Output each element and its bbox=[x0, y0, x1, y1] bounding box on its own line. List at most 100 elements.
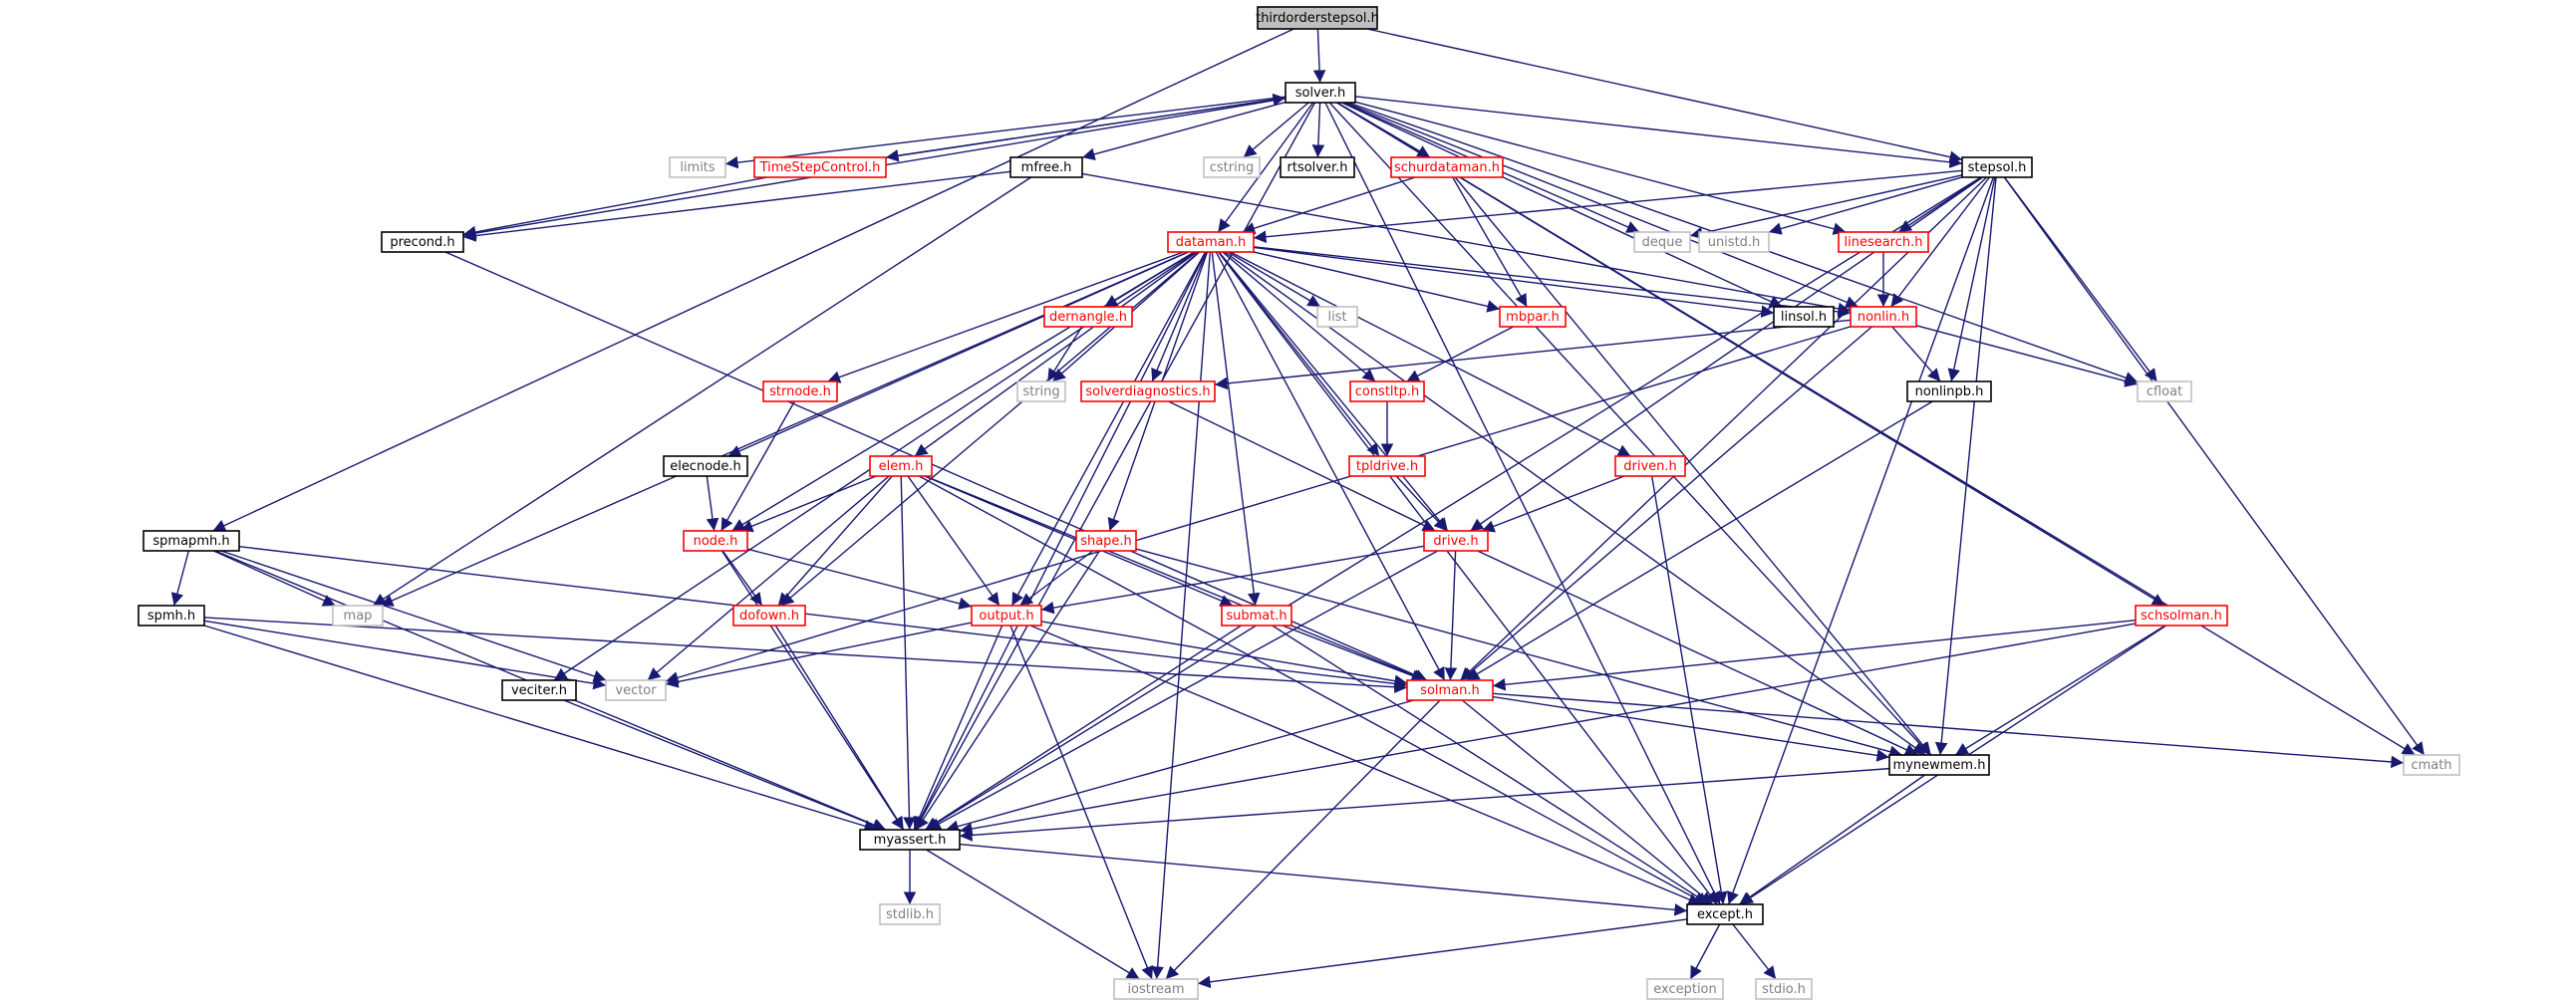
node-cmath[interactable]: cmath bbox=[2403, 754, 2460, 776]
edge-thirdorderstepsol-to-stepsol bbox=[1366, 28, 1963, 163]
node-iostream[interactable]: iostream bbox=[1113, 978, 1199, 1000]
edge bbox=[462, 176, 767, 239]
node-drive[interactable]: drive.h bbox=[1423, 530, 1489, 552]
node-box bbox=[1043, 306, 1133, 328]
node-tpldrive[interactable]: tpldrive.h bbox=[1348, 455, 1426, 477]
node-mfree[interactable]: mfree.h bbox=[1009, 156, 1083, 178]
node-box bbox=[1167, 231, 1255, 253]
node-box bbox=[1280, 156, 1355, 178]
edge-output-to-iostream bbox=[1009, 625, 1154, 980]
node-deque[interactable]: deque bbox=[1633, 231, 1691, 253]
edge-dataman-to-linsol bbox=[1253, 246, 1775, 318]
edge bbox=[1689, 174, 1963, 240]
node-elecnode[interactable]: elecnode.h bbox=[663, 455, 748, 477]
node-stdio[interactable]: stdio.h bbox=[1755, 978, 1813, 1000]
node-map[interactable]: map bbox=[332, 605, 384, 627]
edge-dataman-to-tpldrive bbox=[1218, 251, 1380, 457]
edge-dernangle-to-string bbox=[1046, 326, 1083, 382]
node-rtsolver[interactable]: rtsolver.h bbox=[1280, 156, 1355, 178]
edge bbox=[721, 550, 763, 607]
node-box bbox=[683, 530, 748, 552]
node-elem[interactable]: elem.h bbox=[869, 455, 933, 477]
edge bbox=[1732, 923, 1777, 980]
node-box bbox=[879, 903, 941, 925]
node-box bbox=[1348, 455, 1426, 477]
node-spmh[interactable]: spmh.h bbox=[138, 605, 205, 627]
node-shape[interactable]: shape.h bbox=[1075, 530, 1137, 552]
edge-mynewmem-to-except bbox=[1738, 774, 1926, 905]
node-dataman[interactable]: dataman.h bbox=[1167, 231, 1255, 253]
node-linesearch[interactable]: linesearch.h bbox=[1838, 231, 1929, 253]
edge bbox=[372, 176, 1032, 607]
node-veciter[interactable]: veciter.h bbox=[501, 679, 577, 701]
edge-node-to-dofown bbox=[721, 550, 763, 607]
edge bbox=[919, 475, 1707, 905]
edge bbox=[913, 625, 1003, 831]
node-box bbox=[2403, 754, 2460, 776]
node-strnode[interactable]: strnode.h bbox=[762, 380, 838, 402]
node-node[interactable]: node.h bbox=[683, 530, 748, 552]
node-constltp[interactable]: constltp.h bbox=[1349, 380, 1425, 402]
edge bbox=[1934, 176, 1997, 756]
edge bbox=[203, 620, 607, 690]
node-label: veciter.h bbox=[511, 683, 567, 698]
edge-output-to-vector bbox=[665, 622, 973, 688]
node-exception[interactable]: exception bbox=[1646, 978, 1724, 1000]
node-string[interactable]: string bbox=[1016, 380, 1066, 402]
node-solman[interactable]: solman.h bbox=[1406, 679, 1494, 701]
node-nonlin[interactable]: nonlin.h bbox=[1850, 306, 1917, 328]
edge-solman-to-myassert bbox=[945, 699, 1415, 833]
node-mynewmem[interactable]: mynewmem.h bbox=[1888, 754, 1990, 776]
node-dofown[interactable]: dofown.h bbox=[732, 605, 806, 627]
node-except[interactable]: except.h bbox=[1686, 903, 1764, 925]
node-vector[interactable]: vector bbox=[605, 679, 667, 701]
edge bbox=[706, 475, 719, 532]
node-schurdataman[interactable]: schurdataman.h bbox=[1390, 156, 1504, 178]
edge bbox=[1218, 251, 1449, 532]
node-spmapmh[interactable]: spmapmh.h bbox=[143, 530, 240, 552]
node-label: tpldrive.h bbox=[1356, 459, 1418, 474]
node-box bbox=[138, 605, 205, 627]
node-label: nonlinpb.h bbox=[1915, 384, 1984, 399]
node-linsol[interactable]: linsol.h bbox=[1773, 306, 1835, 328]
node-driven[interactable]: driven.h bbox=[1614, 455, 1686, 477]
node-solver[interactable]: solver.h bbox=[1285, 82, 1356, 104]
edge-drive-to-solman bbox=[1444, 550, 1458, 681]
node-label: limits bbox=[680, 160, 716, 175]
edge-stepsol-to-myassert bbox=[925, 176, 1982, 831]
node-limits[interactable]: limits bbox=[669, 156, 726, 178]
edge-myassert-to-iostream bbox=[926, 849, 1140, 980]
node-label: schsolman.h bbox=[2141, 609, 2222, 624]
edge bbox=[1046, 326, 1083, 382]
node-label: spmh.h bbox=[147, 609, 195, 624]
node-precond[interactable]: precond.h bbox=[381, 231, 464, 253]
node-mbpar[interactable]: mbpar.h bbox=[1499, 306, 1567, 328]
edge-mynewmem-to-myassert bbox=[959, 767, 1890, 842]
node-myassert[interactable]: myassert.h bbox=[859, 829, 961, 851]
node-stdlib[interactable]: stdlib.h bbox=[879, 903, 941, 925]
edge-stepsol-to-cmath bbox=[2003, 176, 2426, 756]
edge bbox=[462, 170, 1011, 242]
edge bbox=[1492, 620, 2137, 691]
edge-solver-to-stepsol bbox=[1354, 96, 1963, 169]
node-output[interactable]: output.h bbox=[971, 605, 1042, 627]
node-box bbox=[1316, 306, 1358, 328]
node-dernangle[interactable]: dernangle.h bbox=[1043, 306, 1133, 328]
node-thirdorderstepsol[interactable]: thirdorderstepsol.h bbox=[1256, 6, 1379, 30]
node-unistd[interactable]: unistd.h bbox=[1698, 231, 1770, 253]
node-nonlinpb[interactable]: nonlinpb.h bbox=[1906, 380, 1992, 402]
node-stepsol[interactable]: stepsol.h bbox=[1961, 156, 2033, 178]
edge-schurdataman-to-mbpar bbox=[1452, 176, 1528, 308]
node-cfloat[interactable]: cfloat bbox=[2137, 380, 2192, 402]
node-submat[interactable]: submat.h bbox=[1221, 605, 1292, 627]
edge bbox=[1354, 101, 1847, 235]
edge-schsolman-to-solman bbox=[1492, 620, 2137, 691]
node-schsolman[interactable]: schsolman.h bbox=[2135, 605, 2228, 627]
edge-submat-to-solman bbox=[1282, 625, 1425, 682]
edge bbox=[1891, 326, 1941, 382]
edge-tpldrive-to-drive bbox=[1395, 475, 1448, 532]
node-solverdiag[interactable]: solverdiagnostics.h bbox=[1080, 380, 1216, 402]
node-cstring[interactable]: cstring bbox=[1203, 156, 1261, 178]
node-timestep[interactable]: TimeStepControl.h bbox=[753, 156, 887, 178]
node-list[interactable]: list bbox=[1316, 306, 1358, 328]
